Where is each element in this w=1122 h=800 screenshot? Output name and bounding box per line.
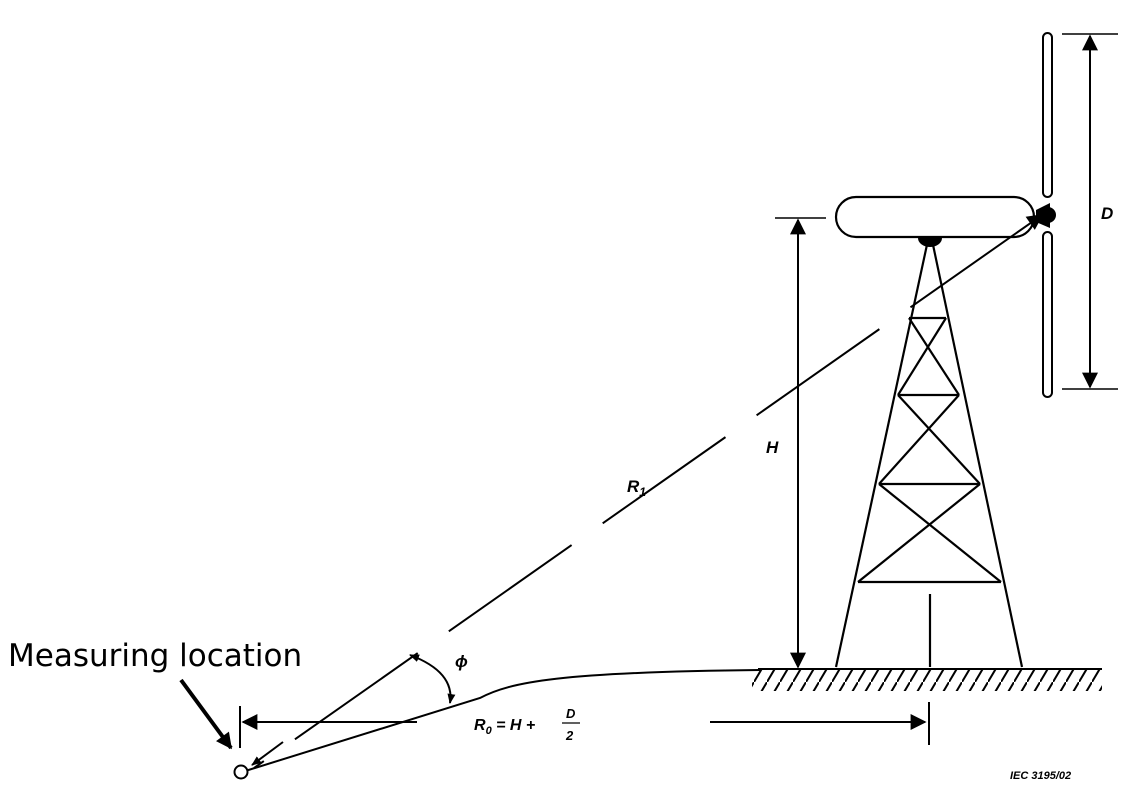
tower (834, 239, 1024, 668)
r0-dimension (239, 702, 930, 748)
phi-label: ϕ (455, 652, 468, 671)
r0-formula: R0 = H + (474, 717, 535, 737)
iec-reference: IEC 3195/02 (1010, 770, 1071, 782)
r1-slant-line (253, 214, 1044, 769)
r0-letter: R (474, 717, 486, 734)
d-label: D (1101, 204, 1113, 223)
r1-subscript: 1 (639, 485, 646, 499)
r0-equation: = H + (492, 717, 536, 734)
measuring-location-arrow-small (251, 741, 284, 766)
h-dimension (775, 217, 826, 669)
measuring-location-marker (233, 764, 249, 780)
d-dimension (1062, 33, 1118, 390)
rotor (1036, 32, 1056, 398)
fraction-denominator: 2 (565, 728, 574, 743)
r0-subscript: 0 (486, 725, 493, 737)
terrain-line (241, 669, 761, 773)
phi-angle-arc (409, 654, 456, 704)
ground (752, 668, 1102, 691)
r1-letter: R (627, 477, 640, 496)
fraction-numerator: D (566, 706, 576, 721)
nacelle (834, 195, 1036, 247)
r1-label: R1 (627, 477, 646, 499)
callout-label: Measuring location (8, 638, 302, 674)
h-label: H (766, 438, 779, 457)
callout-arrow (179, 678, 233, 750)
